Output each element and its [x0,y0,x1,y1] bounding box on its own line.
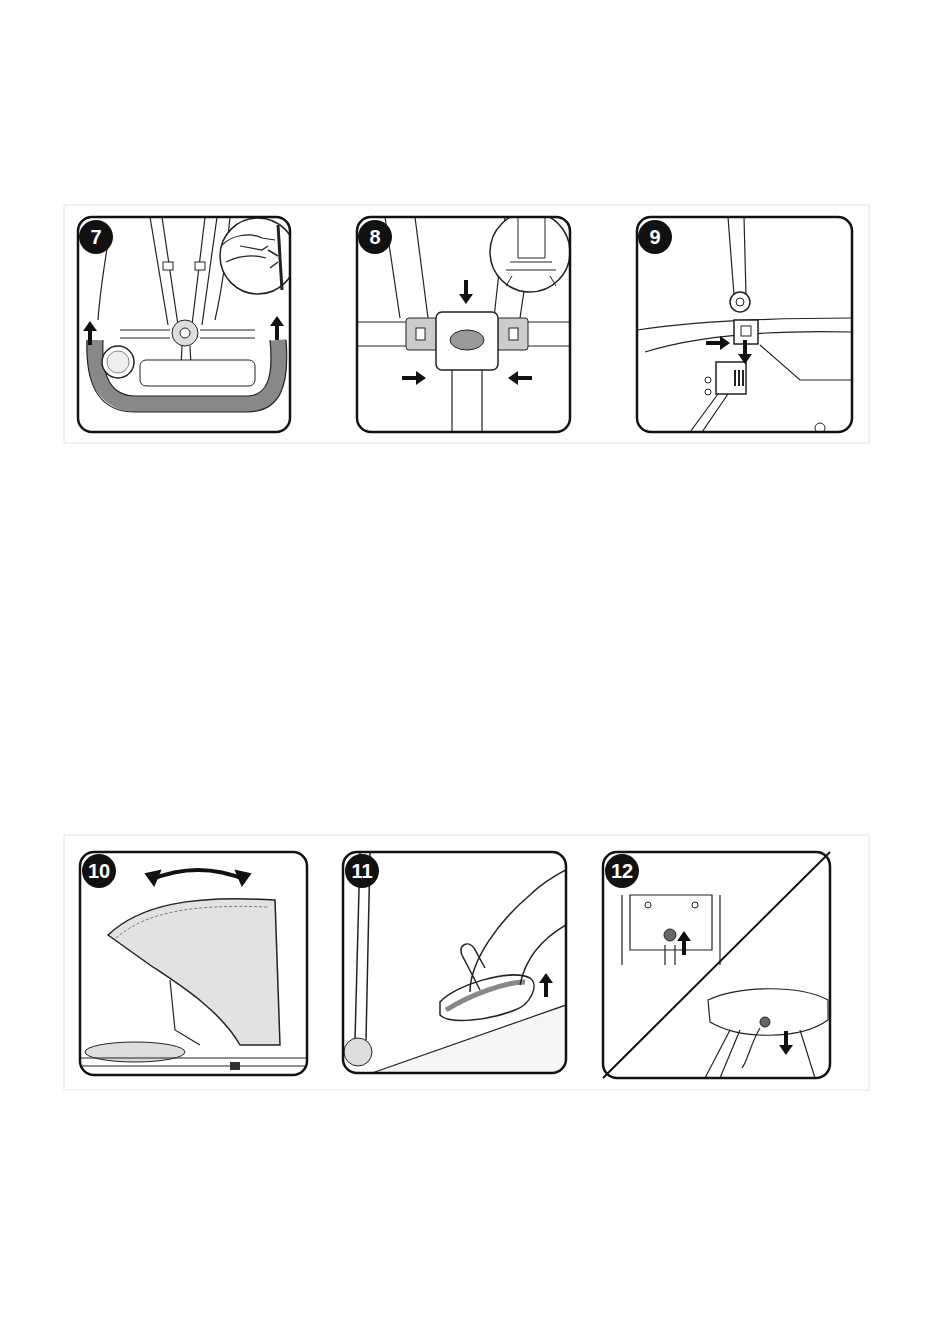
step-number: 10 [82,854,116,888]
step-number: 12 [605,854,639,888]
step-number: 9 [638,220,672,254]
panel-buckle [357,217,570,432]
step-number: 8 [358,220,392,254]
panel-canopy [80,870,307,1070]
step-disc [358,220,392,254]
panel-seat-strap [622,895,828,1078]
step-number: 11 [345,854,379,888]
row-frame [64,205,869,443]
step-disc [79,220,113,254]
row-frame [64,835,869,1090]
panel-handle [344,852,566,1073]
panel-harness-bar [83,217,290,412]
step-disc [345,854,379,888]
step-disc [638,220,672,254]
panel-frame-lock [637,217,852,432]
step-number: 7 [79,220,113,254]
step-disc [605,854,639,888]
step-disc [82,854,116,888]
